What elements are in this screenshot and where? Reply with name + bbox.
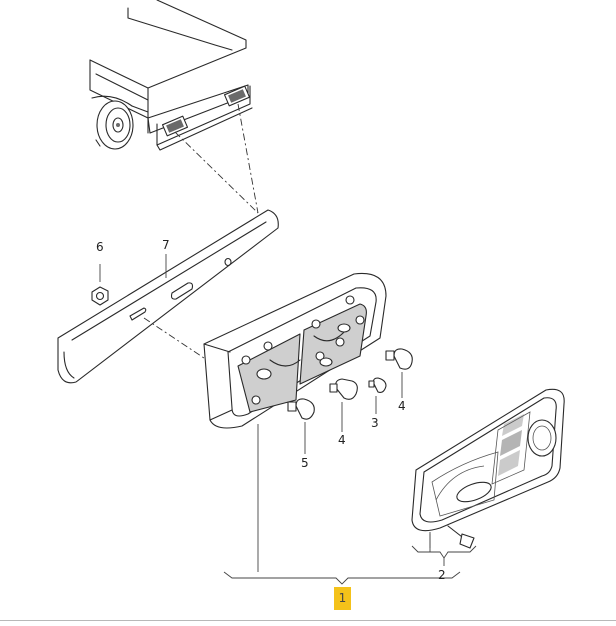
label-2: 2 — [438, 568, 446, 582]
bulb-4-small — [385, 348, 413, 398]
label-4-right: 4 — [398, 399, 406, 413]
hex-nut — [91, 264, 109, 306]
projection-line — [143, 317, 211, 363]
bulb-4-large — [329, 378, 358, 432]
truck-rear-illustration — [89, 0, 253, 151]
projection-line — [174, 131, 259, 214]
group-bracket-1 — [223, 571, 461, 585]
bottom-divider — [0, 620, 616, 621]
bulb-3 — [368, 377, 387, 414]
lamp-housing — [203, 272, 387, 429]
label-6: 6 — [96, 240, 104, 254]
lens-screw — [447, 525, 475, 549]
label-7: 7 — [162, 238, 170, 252]
bulb-5 — [287, 398, 315, 454]
label-4-left: 4 — [338, 433, 346, 447]
label-5: 5 — [301, 456, 309, 470]
group-bracket-2 — [411, 545, 477, 559]
label-3: 3 — [371, 416, 379, 430]
projection-line — [237, 103, 259, 214]
mounting-bracket — [57, 209, 279, 384]
lamp-lens — [411, 388, 565, 532]
part-1-callout[interactable]: 1 — [334, 587, 351, 610]
